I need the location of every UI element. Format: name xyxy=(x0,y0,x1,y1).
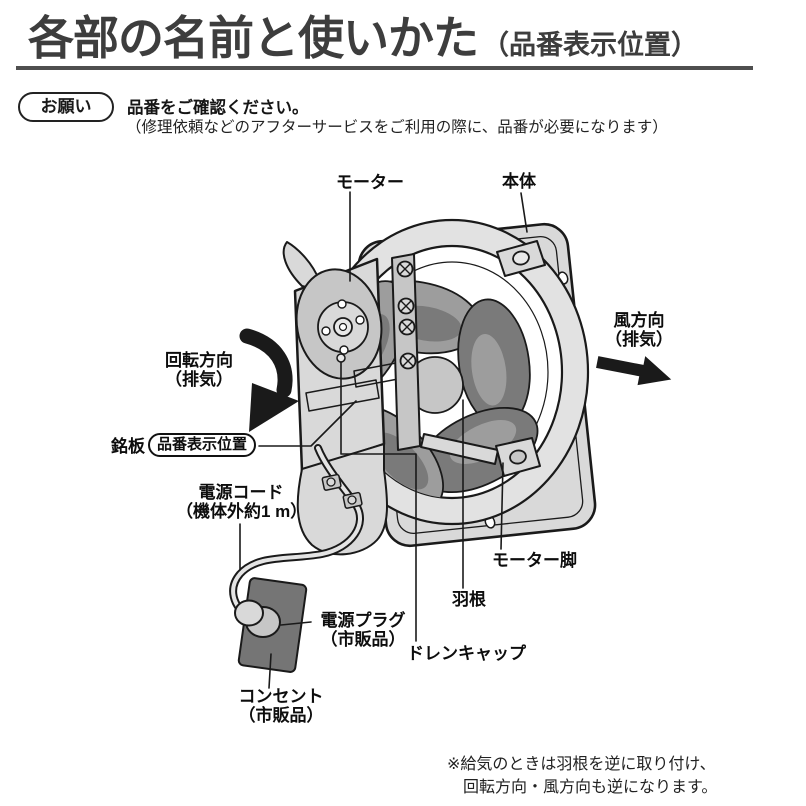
label-outlet: コンセント （市販品） xyxy=(238,687,324,725)
notice-heading: 品番をご確認ください。 xyxy=(127,99,309,117)
leader-drain-cap xyxy=(340,361,417,642)
label-drain-cap: ドレンキャップ xyxy=(407,644,526,663)
label-nameplate-pill: 品番表示位置 xyxy=(148,433,257,457)
motor-leg xyxy=(420,433,541,477)
label-rotation-direction: 回転方向 （排気） xyxy=(165,351,233,389)
title-rule xyxy=(16,66,753,70)
rotation-arrow xyxy=(239,328,299,432)
leader-motor-leg xyxy=(500,462,504,550)
leader-power-plug xyxy=(280,621,312,626)
label-blade: 羽根 xyxy=(452,590,486,609)
cord-clamps xyxy=(321,473,363,509)
label-power-cord: 電源コード （機体外約1 m） xyxy=(176,483,308,521)
drain-hole xyxy=(336,353,346,363)
notice-detail: （修理依頼などのアフターサービスをご利用の際に、品番が必要になります） xyxy=(126,119,668,136)
screw-strip xyxy=(391,253,421,451)
label-power-plug: 電源プラグ （市販品） xyxy=(320,611,406,649)
mounting-tab xyxy=(496,240,546,277)
footnote-line-2: 回転方向・風方向も逆になります。 xyxy=(463,779,718,796)
nameplate xyxy=(305,379,380,412)
footnote-line-1: ※給気のときは羽根を逆に取り付け、 xyxy=(447,756,716,773)
power-plug xyxy=(234,599,281,638)
power-cord xyxy=(229,444,364,622)
page-title-main: 各部の名前と使いかた xyxy=(28,12,479,64)
wind-arrow xyxy=(596,356,672,386)
leader-outlet xyxy=(268,653,272,689)
page-title: 各部の名前と使いかた（品番表示位置） xyxy=(28,2,698,68)
motor-plate xyxy=(282,241,399,473)
page-title-note: （品番表示位置） xyxy=(482,30,698,60)
label-wind-direction: 風方向 （排気） xyxy=(605,311,673,349)
leader-lines xyxy=(239,191,528,689)
lower-housing xyxy=(296,443,389,556)
leader-body xyxy=(520,192,528,233)
label-motor: モーター xyxy=(336,173,404,192)
label-nameplate: 銘板 xyxy=(111,437,145,456)
notice-badge: お願い xyxy=(18,92,114,122)
label-motor-leg: モーター脚 xyxy=(492,551,577,570)
screws xyxy=(396,260,417,370)
label-body: 本体 xyxy=(502,172,536,191)
